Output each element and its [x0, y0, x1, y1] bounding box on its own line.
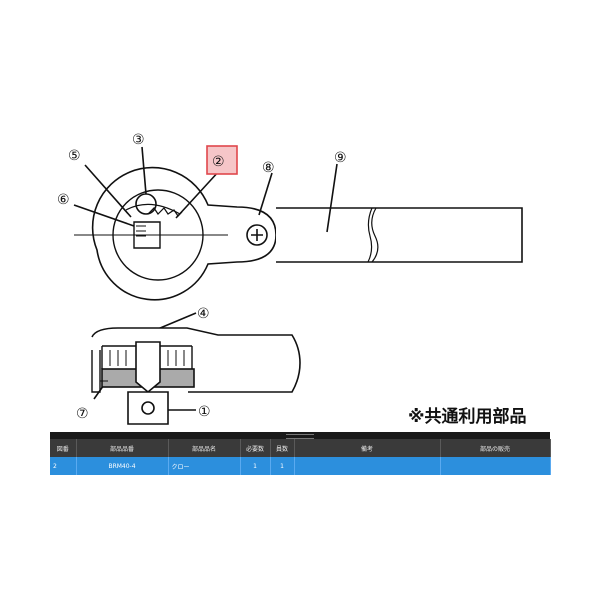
part-label-7: ⑦	[76, 406, 89, 422]
panel-splitter[interactable]	[50, 432, 550, 439]
part-label-8: ⑧	[262, 160, 275, 176]
part-label-6: ⑥	[57, 192, 70, 208]
col-header-quantity[interactable]: 員数	[270, 439, 295, 457]
col-header-part-name[interactable]: 部品品名	[168, 439, 241, 457]
cell-part-number: BRM40-4	[76, 457, 169, 475]
common-parts-note: ※共通利用部品	[408, 407, 527, 427]
cell-part-name: クロー	[168, 457, 241, 475]
col-header-remarks[interactable]: 備考	[294, 439, 441, 457]
cell-figure-no: 2	[50, 457, 77, 475]
splitter-grip-icon[interactable]	[286, 434, 314, 439]
part-label-4: ④	[197, 306, 210, 322]
cell-quantity: 1	[270, 457, 295, 475]
part-label-3: ③	[132, 132, 145, 148]
parts-diagram: ⑤ ③ ② ⑧ ⑨ ⑥ ④ ⑦ ①	[57, 132, 523, 425]
col-header-part-number[interactable]: 部品品番	[76, 439, 169, 457]
cell-remarks	[294, 457, 441, 475]
col-header-required-qty[interactable]: 必要数	[240, 439, 271, 457]
cell-required-qty: 1	[240, 457, 271, 475]
parts-table: 図番 部品品番 部品品名 必要数 員数 備考 部品の販売 2 BRM40-4 ク…	[50, 439, 551, 475]
table-header-row: 図番 部品品番 部品品名 必要数 員数 備考 部品の販売	[50, 439, 551, 457]
col-header-figure-no[interactable]: 図番	[50, 439, 77, 457]
part-label-5: ⑤	[68, 148, 81, 164]
col-header-parts-sales[interactable]: 部品の販売	[440, 439, 551, 457]
part-label-9: ⑨	[334, 150, 347, 166]
part-label-1: ①	[198, 404, 211, 420]
cell-parts-sales	[440, 457, 551, 475]
table-row[interactable]: 2 BRM40-4 クロー 1 1	[50, 457, 551, 475]
parts-table-panel: 図番 部品品番 部品品名 必要数 員数 備考 部品の販売 2 BRM40-4 ク…	[50, 432, 551, 475]
part-label-2: ②	[212, 154, 225, 170]
